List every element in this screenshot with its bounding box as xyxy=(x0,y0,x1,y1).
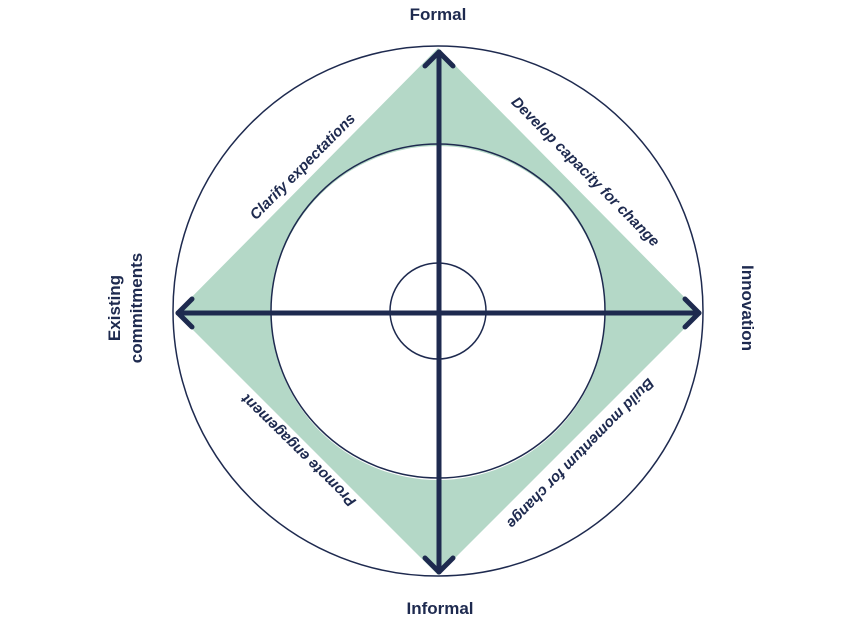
axis-label-commitments: commitments xyxy=(127,253,146,364)
axis-label-existing: Existing xyxy=(105,275,124,341)
axis-label-existing-commitments: Existing commitments xyxy=(105,253,146,364)
axis-label-informal: Informal xyxy=(406,599,473,618)
axis-label-formal: Formal xyxy=(410,5,467,24)
outer-circle xyxy=(172,45,704,577)
diamond-fill-region xyxy=(176,48,700,575)
horizontal-axis-arrow xyxy=(175,296,702,330)
axis-label-innovation: Innovation xyxy=(738,265,757,351)
